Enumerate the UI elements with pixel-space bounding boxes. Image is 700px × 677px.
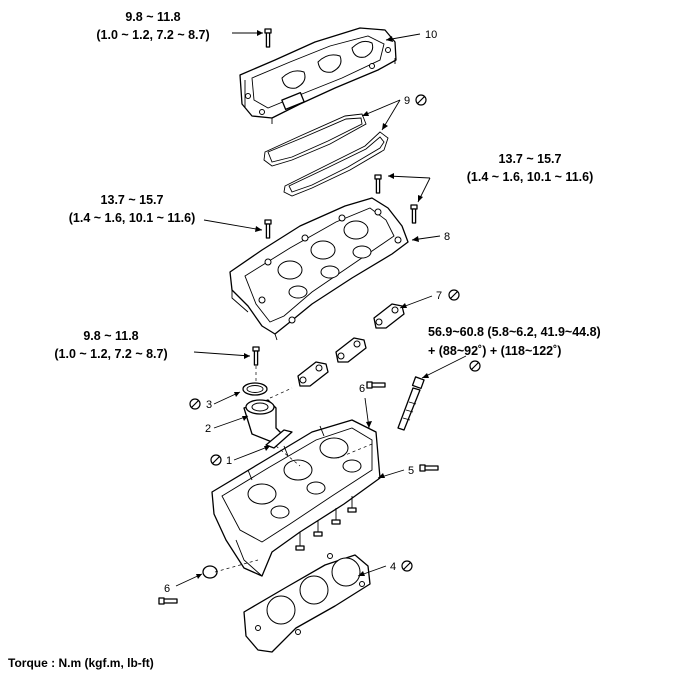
callout-5: 5 bbox=[408, 465, 414, 477]
cover-gasket-9 bbox=[263, 113, 389, 197]
callout-8: 8 bbox=[444, 231, 450, 243]
callout-9: 9 bbox=[404, 95, 410, 107]
callout-2: 2 bbox=[205, 423, 211, 435]
svg-text:13.7 ~ 15.7: 13.7 ~ 15.7 bbox=[101, 193, 164, 207]
bolt-5 bbox=[419, 464, 439, 472]
no-reuse-icon bbox=[415, 94, 427, 106]
callout-10: 10 bbox=[425, 29, 437, 41]
cylinder-head-cover bbox=[239, 27, 397, 124]
torque-label-head-bolt: 56.9~60.8 (5.8~6.2, 41.9~44.8) + (88~92˚… bbox=[428, 325, 601, 358]
callout-3: 3 bbox=[206, 399, 212, 411]
plug-6-lower bbox=[202, 565, 218, 579]
bolt-6-upper bbox=[366, 381, 386, 389]
svg-text:(1.0 ~ 1.2, 7.2 ~ 8.7): (1.0 ~ 1.2, 7.2 ~ 8.7) bbox=[54, 347, 167, 361]
no-reuse-icon bbox=[448, 289, 460, 301]
svg-text:13.7 ~ 15.7: 13.7 ~ 15.7 bbox=[499, 152, 562, 166]
callout-6-upper: 6 bbox=[359, 383, 365, 395]
gasket-1 bbox=[265, 429, 293, 449]
svg-text:(1.4 ~ 1.6, 10.1 ~ 11.6): (1.4 ~ 1.6, 10.1 ~ 11.6) bbox=[467, 170, 593, 184]
cylinder-head bbox=[211, 419, 381, 577]
oil-control-adapter-7 bbox=[297, 303, 405, 387]
torque-label-housing-bolt-left: 13.7 ~ 15.7 (1.4 ~ 1.6, 10.1 ~ 11.6) bbox=[69, 193, 195, 225]
torque-units-note: Torque : N.m (kgf.m, lb-ft) bbox=[8, 656, 154, 670]
callout-6-lower: 6 bbox=[164, 583, 170, 595]
assembly-guide-lines bbox=[214, 366, 373, 573]
cover-bolt bbox=[264, 28, 272, 48]
callout-4: 4 bbox=[390, 561, 396, 573]
svg-text:(1.0 ~ 1.2, 7.2 ~ 8.7): (1.0 ~ 1.2, 7.2 ~ 8.7) bbox=[96, 28, 209, 42]
svg-text:9.8 ~ 11.8: 9.8 ~ 11.8 bbox=[83, 329, 138, 343]
bolt-6-lower bbox=[158, 597, 178, 605]
o-ring-3 bbox=[242, 382, 268, 396]
no-reuse-icon bbox=[210, 454, 222, 466]
head-bolt bbox=[397, 376, 425, 431]
svg-text:+ (88~92˚) + (118~122˚): + (88~92˚) + (118~122˚) bbox=[428, 344, 561, 358]
leader-lines bbox=[175, 30, 467, 587]
torque-label-cover-bolt: 9.8 ~ 11.8 (1.0 ~ 1.2, 7.2 ~ 8.7) bbox=[96, 10, 209, 42]
water-outlet-fitting-2 bbox=[243, 399, 285, 443]
svg-text:(1.4 ~ 1.6, 10.1 ~ 11.6): (1.4 ~ 1.6, 10.1 ~ 11.6) bbox=[69, 211, 195, 225]
svg-text:9.8 ~ 11.8: 9.8 ~ 11.8 bbox=[125, 10, 180, 24]
no-reuse-icon bbox=[401, 560, 413, 572]
head-gasket bbox=[243, 553, 371, 653]
callout-labels: 10 9 8 7 6 3 2 1 5 4 6 bbox=[164, 29, 450, 595]
outlet-bolt bbox=[252, 346, 260, 366]
svg-text:56.9~60.8 (5.8~6.2, 41.9~44.8): 56.9~60.8 (5.8~6.2, 41.9~44.8) bbox=[428, 325, 601, 339]
callout-1: 1 bbox=[226, 455, 232, 467]
cam-housing bbox=[229, 197, 409, 341]
torque-label-outlet-bolt: 9.8 ~ 11.8 (1.0 ~ 1.2, 7.2 ~ 8.7) bbox=[54, 329, 167, 361]
no-reuse-icon bbox=[189, 398, 201, 410]
no-reuse-icon bbox=[469, 360, 481, 372]
torque-label-housing-bolt-right: 13.7 ~ 15.7 (1.4 ~ 1.6, 10.1 ~ 11.6) bbox=[467, 152, 593, 184]
callout-7: 7 bbox=[436, 290, 442, 302]
